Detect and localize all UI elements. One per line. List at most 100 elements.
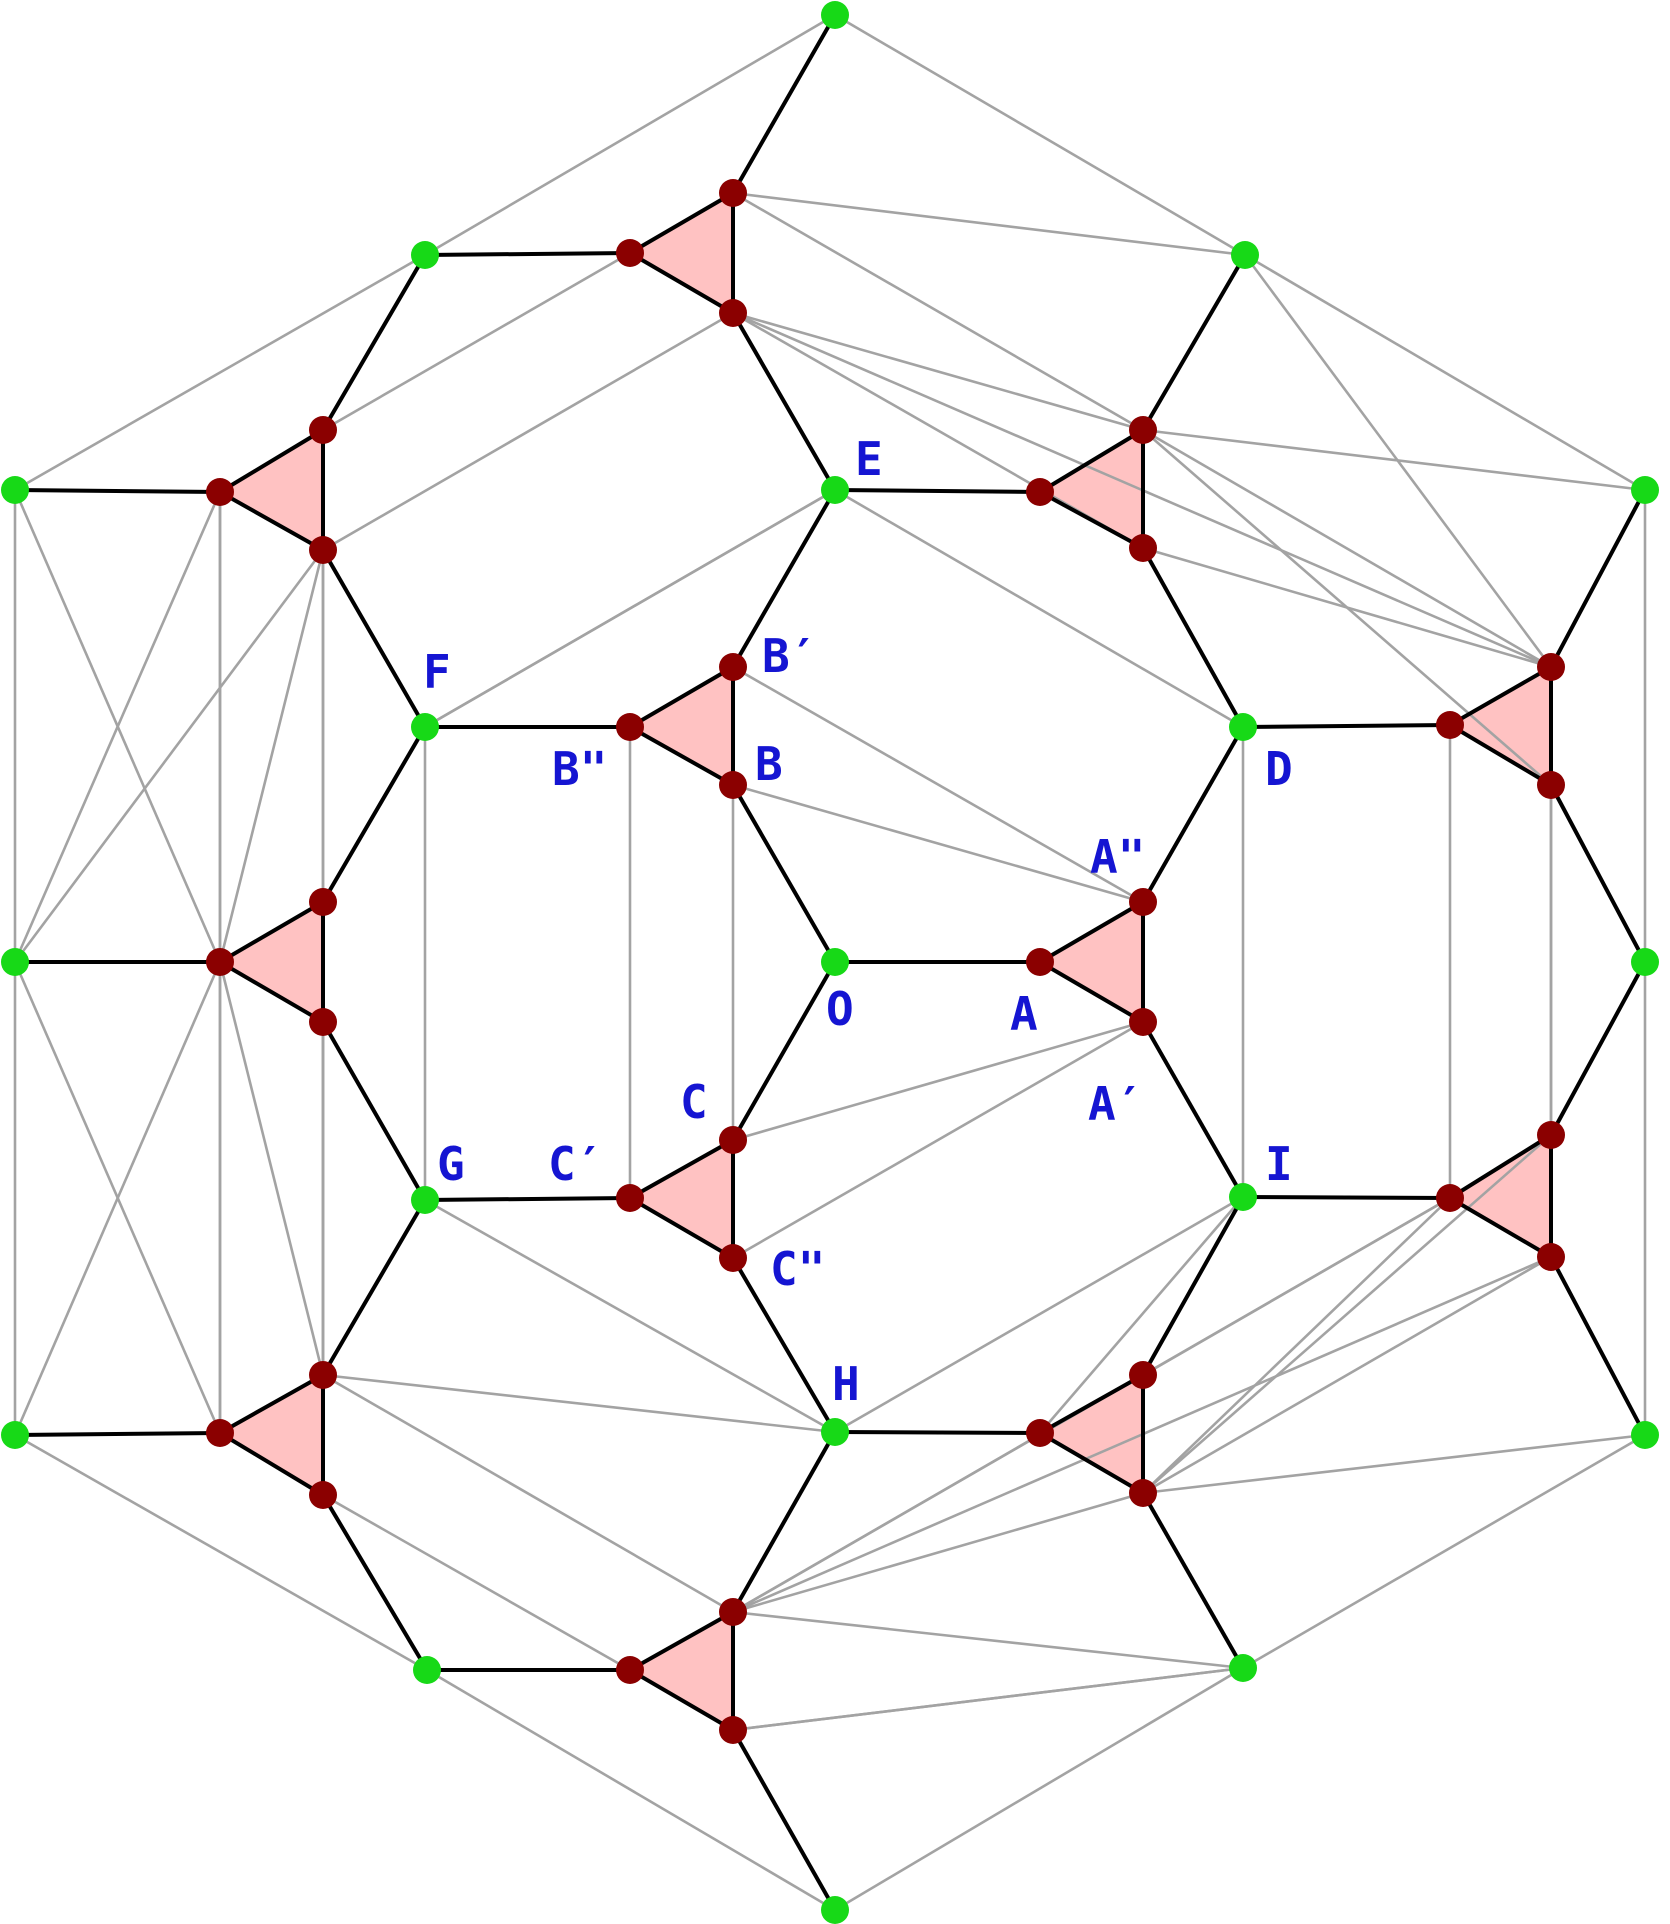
bold-edge [218,960,325,1024]
thin-edge [732,665,1144,904]
bold-edge [321,1198,427,1377]
truncation-triangle [220,430,323,550]
bold-edge [321,549,427,728]
thin-edge [14,253,426,492]
truncation-vertex [1537,1121,1565,1149]
bold-edge [1448,1133,1553,1200]
truncation-vertex [1537,771,1565,799]
truncation-triangle [630,1612,733,1730]
thin-edge [1142,1433,1646,1495]
bold-edge [1549,961,1647,1136]
truncation-vertex [1026,478,1054,506]
outer-vertex [821,948,849,976]
thin-edge [1039,1196,1244,1434]
bold-edge [1038,1431,1145,1495]
label-a2: A" [1090,830,1145,884]
truncation-vertex [309,888,337,916]
bold-edge [1141,1492,1245,1669]
bold-edge [629,725,734,787]
bold-edge [218,428,325,494]
bold-edge [1141,253,1247,432]
truncation-vertex [719,1598,747,1626]
bold-edge [424,1196,631,1202]
label-o: O [826,982,854,1036]
bold-edge [321,725,427,904]
bold-edge [321,1493,429,1672]
thin-edge [322,251,631,432]
bold-edge [14,488,221,494]
label-i: I [1265,1137,1293,1191]
thin-edge [732,1491,1144,1614]
truncation-vertex [1436,711,1464,739]
bold-edges-layer [14,14,1647,1911]
bold-edge [1242,723,1451,729]
thin-edge [218,549,325,963]
truncation-vertex [1129,888,1157,916]
truncation-vertex [719,299,747,327]
thin-edge [1243,254,1553,668]
outer-vertex [821,1418,849,1446]
thin-edge [1242,1433,1646,1670]
bold-edge [731,961,837,1141]
outer-vertex [411,1186,439,1214]
bold-edge [1039,1373,1144,1435]
truncation-vertex [616,239,644,267]
outer-vertex [1229,1654,1257,1682]
bold-edge [1449,665,1552,727]
bold-edge [219,490,324,552]
truncation-vertex [719,1126,747,1154]
bold-edge [1549,784,1647,963]
truncation-vertex [206,478,234,506]
outer-vertex [1631,948,1659,976]
thin-edge [14,1433,428,1672]
bold-edge [1448,723,1553,787]
thin-edge [834,13,1246,257]
thin-edge [732,1020,1144,1260]
bold-edge [219,1373,324,1435]
truncation-triangle [1040,1375,1143,1493]
truncation-vertex [1129,534,1157,562]
bold-edge [321,253,427,432]
thin-edge [218,961,325,1376]
thin-edge [322,1493,631,1672]
label-g: G [437,1137,465,1191]
truncation-vertex [1129,1361,1157,1389]
thin-edge [732,1020,1144,1142]
truncation-triangle [630,667,733,785]
label-a: A [1010,987,1038,1041]
truncation-vertex [309,1481,337,1509]
thin-edge [322,1373,836,1434]
bold-edge [628,251,735,315]
bold-edge [731,1431,837,1613]
bold-edge [731,489,837,668]
truncation-vertex [309,1361,337,1389]
thin-edge [1142,428,1552,669]
truncation-vertex [616,1656,644,1684]
label-h: H [832,1357,860,1411]
thin-edge [13,489,222,963]
thin-edge [13,549,325,963]
bold-edge [1549,1256,1647,1436]
bold-edge [731,784,837,963]
labels-layer: E F B′ B" B D A" O A C A′ G C′ I C" H [423,432,1293,1411]
bold-edge [321,1021,427,1201]
label-d: D [1265,742,1293,796]
label-f: F [423,645,451,699]
truncation-triangle [630,1140,733,1258]
bold-edge [218,1431,325,1497]
truncation-vertex [206,948,234,976]
outer-vertex [411,241,439,269]
thin-edge [834,1666,1244,1912]
thin-edge [424,1198,836,1434]
bold-edge [628,191,735,255]
bold-edge [1141,547,1245,728]
thin-edge [424,13,836,257]
thin-edge [13,961,222,1434]
truncation-vertex [1537,1243,1565,1271]
truncation-vertex [719,771,747,799]
label-b: B [755,737,783,791]
bold-edge [731,14,837,194]
thin-edge [322,311,734,552]
bold-edge [1549,489,1647,668]
bold-edge [731,312,837,491]
